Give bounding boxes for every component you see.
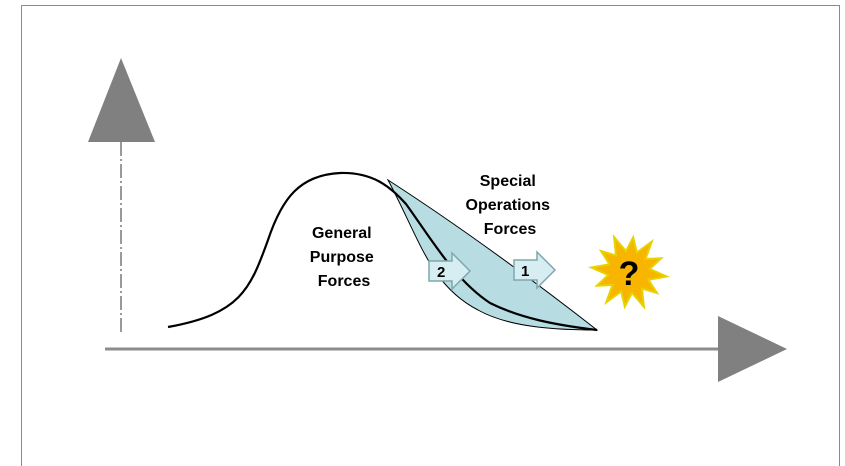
- sof-label: Special Operations Forces: [466, 173, 555, 238]
- y-axis-arrowhead-icon: [88, 58, 155, 142]
- gpf-label-line-3: Forces: [318, 273, 371, 290]
- sof-label-line-2: Operations: [466, 197, 551, 214]
- x-axis-arrowhead-icon: [718, 316, 787, 382]
- gpf-label-line-1: General: [312, 225, 372, 242]
- sof-label-line-1: Special: [480, 173, 536, 190]
- unknown-starburst: ?: [587, 233, 671, 311]
- bell-curve: [167, 171, 598, 332]
- starburst-icon: [587, 233, 671, 311]
- question-mark: ?: [619, 255, 640, 293]
- block-arrow-right-icon: [428, 251, 472, 291]
- shift-arrow-2: 2: [428, 251, 472, 291]
- shift-arrow-1: 1: [513, 250, 557, 290]
- arrow-1-label: 1: [521, 263, 529, 280]
- gpf-label: General Purpose Forces: [310, 225, 378, 290]
- arrow-2-label: 2: [437, 264, 445, 281]
- sof-label-line-3: Forces: [484, 221, 537, 238]
- block-arrow-right-icon: [513, 250, 557, 290]
- gpf-label-line-2: Purpose: [310, 249, 374, 266]
- slide-frame: [21, 5, 840, 466]
